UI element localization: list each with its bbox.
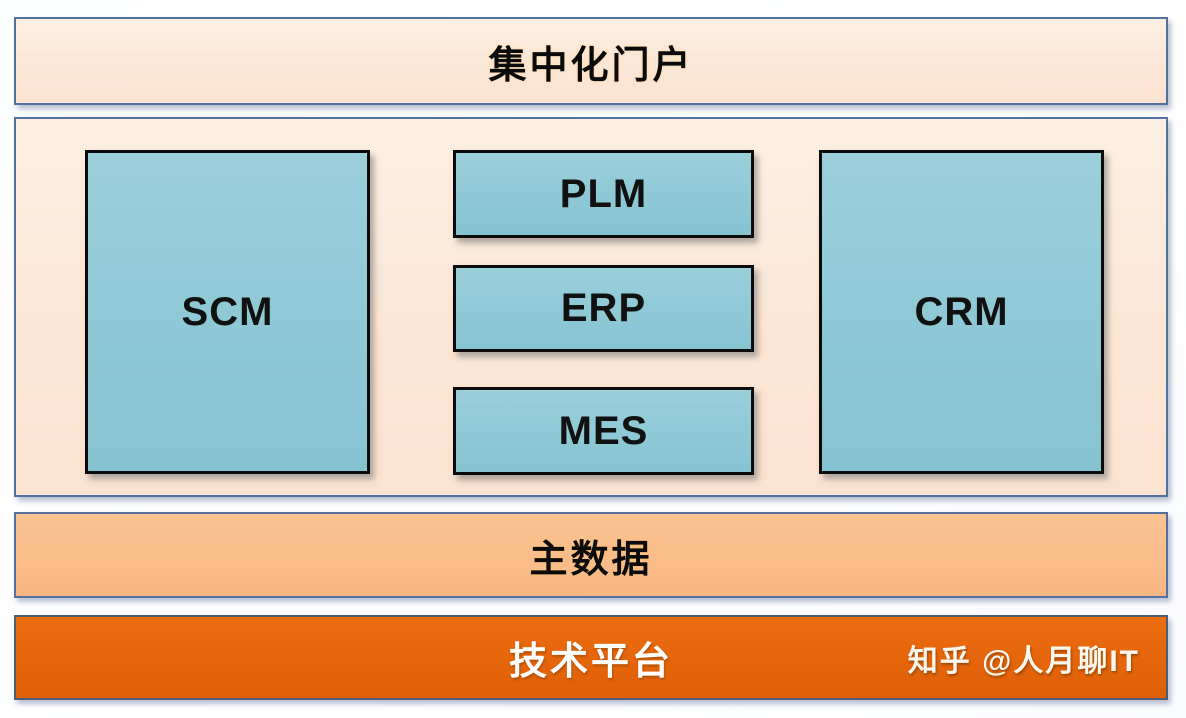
zhihu-watermark: 知乎 @人月聊IT	[907, 644, 1140, 678]
erp-box: ERP	[453, 265, 754, 352]
portal-layer: 集中化门户	[14, 17, 1168, 105]
scm-box: SCM	[85, 150, 370, 474]
erp-box-label: ERP	[560, 286, 647, 330]
tech-platform-layer: 技术平台 知乎 @人月聊IT	[14, 615, 1168, 700]
plm-box: PLM	[453, 150, 754, 238]
mes-box: MES	[453, 387, 754, 475]
tech-platform-layer-label: 技术平台	[508, 641, 673, 683]
crm-box-label: CRM	[914, 289, 1009, 334]
portal-layer-label: 集中化门户	[488, 44, 694, 87]
master-data-layer: 主数据	[14, 512, 1168, 598]
crm-box: CRM	[819, 150, 1104, 474]
application-panel: SCM PLM ERP MES CRM	[14, 117, 1168, 497]
scm-box-label: SCM	[181, 289, 274, 334]
plm-box-label: PLM	[559, 171, 648, 216]
master-data-layer-label: 主数据	[529, 538, 653, 581]
mes-box-label: MES	[558, 408, 649, 453]
